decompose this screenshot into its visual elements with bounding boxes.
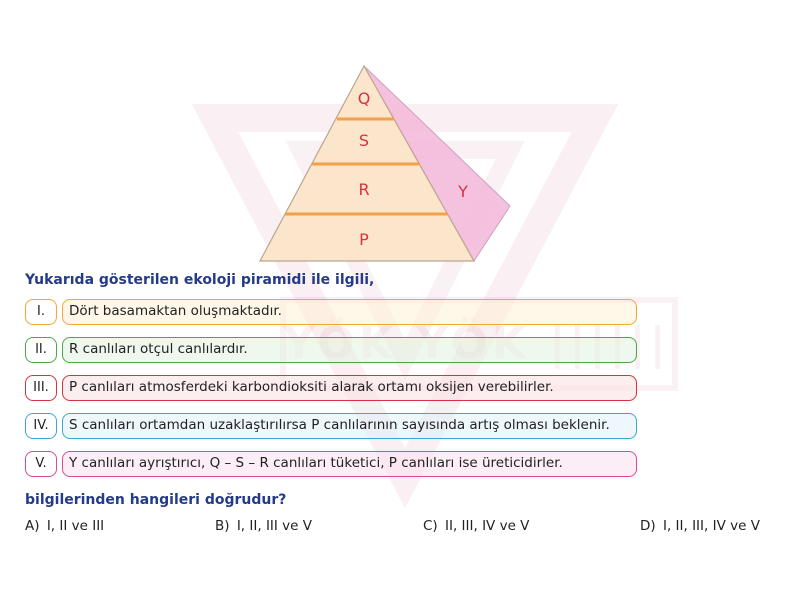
- option-c[interactable]: C) II, III, IV ve V: [423, 518, 529, 534]
- statement-number: V.: [25, 451, 57, 477]
- option-d[interactable]: D) I, II, III, IV ve V: [640, 518, 760, 534]
- question-ask: bilgilerinden hangileri doğrudur?: [25, 492, 287, 508]
- level-label-p: P: [359, 230, 369, 249]
- ecology-pyramid: Q S R P Y: [259, 64, 511, 262]
- question-intro: Yukarıda gösterilen ekoloji piramidi ile…: [25, 272, 375, 288]
- side-label-y: Y: [457, 182, 468, 201]
- statement-number: II.: [25, 337, 57, 363]
- option-text: II, III, IV ve V: [445, 518, 530, 534]
- level-label-q: Q: [358, 89, 371, 108]
- level-label-s: S: [359, 131, 369, 150]
- option-letter: A): [25, 518, 40, 534]
- statement-text: P canlıları atmosferdeki karbondioksiti …: [62, 375, 637, 401]
- option-b[interactable]: B) I, II, III ve V: [215, 518, 312, 534]
- option-letter: D): [640, 518, 656, 534]
- option-text: I, II, III ve V: [236, 518, 312, 534]
- option-letter: C): [423, 518, 438, 534]
- option-letter: B): [215, 518, 230, 534]
- statement-text: R canlıları otçul canlılardır.: [62, 337, 637, 363]
- statement-number: I.: [25, 299, 57, 325]
- level-label-r: R: [358, 180, 369, 199]
- option-text: I, II ve III: [46, 518, 105, 534]
- statement-text: Dört basamaktan oluşmaktadır.: [62, 299, 637, 325]
- option-a[interactable]: A) I, II ve III: [25, 518, 104, 534]
- statement-number: IV.: [25, 413, 57, 439]
- option-text: I, II, III, IV ve V: [662, 518, 760, 534]
- statement-text: S canlıları ortamdan uzaklaştırılırsa P …: [62, 413, 637, 439]
- statement-number: III.: [25, 375, 57, 401]
- statement-text: Y canlıları ayrıştırıcı, Q – S – R canlı…: [62, 451, 637, 477]
